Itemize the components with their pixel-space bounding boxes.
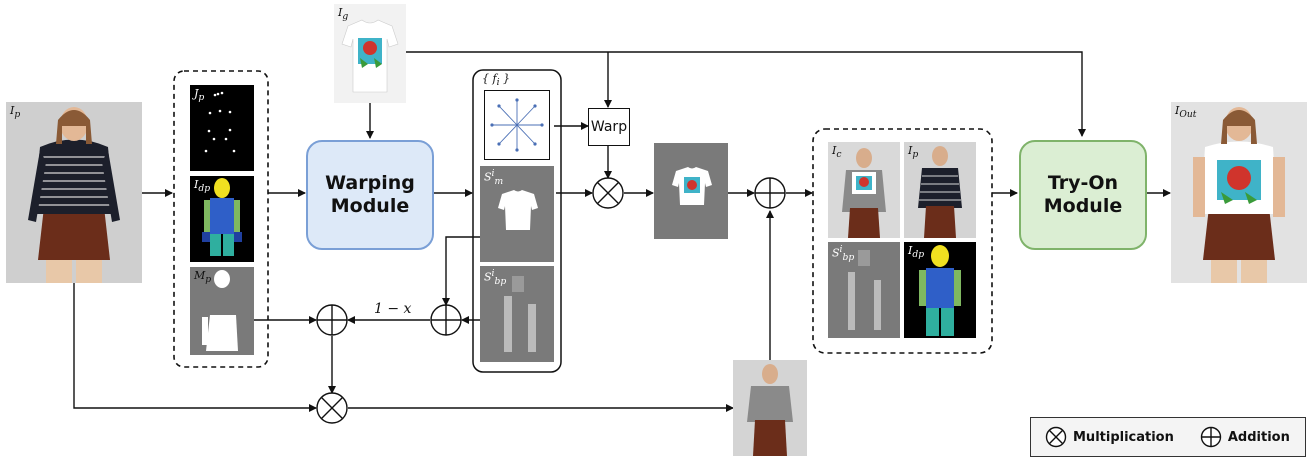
warped-garment-image xyxy=(654,143,728,239)
body-part-mask-sbp: Sibp xyxy=(480,266,554,362)
label-sbp: Sibp xyxy=(484,268,507,287)
pose-keypoints-jp: Jp xyxy=(190,85,254,171)
flow-field-fi: { fi } xyxy=(478,72,556,164)
addition-operator-left xyxy=(316,304,348,336)
flow-mask-group xyxy=(472,69,562,373)
multiply-operator-bottom xyxy=(316,392,348,424)
label-iout: IOut xyxy=(1175,104,1197,121)
masked-person-image xyxy=(733,360,807,456)
legend-addition-label: Addition xyxy=(1227,429,1290,445)
pose-inputs-group xyxy=(173,70,269,368)
label-sm: Sim xyxy=(484,168,504,187)
label-mp: Mp xyxy=(194,269,212,286)
label-fi: { fi } xyxy=(482,72,511,89)
multiplication-icon xyxy=(1045,426,1067,448)
one-minus-x-label: 1 − x xyxy=(374,301,412,317)
person-image-ip-small: Ip xyxy=(904,142,976,238)
multiply-operator-top xyxy=(592,177,624,209)
label-idp-small: Idp xyxy=(908,244,925,261)
body-part-mask-sbp-small: Sibp xyxy=(828,242,900,338)
legend: Multiplication Addition xyxy=(1030,417,1306,457)
densepose-idp: Idp xyxy=(190,176,254,262)
cloth-agnostic-ic: Ic xyxy=(828,142,900,238)
addition-icon xyxy=(1200,426,1222,448)
output-image-iout: IOut xyxy=(1171,102,1307,283)
label-jp: Jp xyxy=(194,87,205,104)
person-mask-mp: Mp xyxy=(190,267,254,355)
garment-mask-sm: Sim xyxy=(480,166,554,262)
label-ic: Ic xyxy=(832,144,842,161)
label-idp: Idp xyxy=(194,178,211,195)
densepose-idp-small: Idp xyxy=(904,242,976,338)
garment-image-ig: Ig xyxy=(334,4,406,103)
legend-multiplication-label: Multiplication xyxy=(1073,429,1174,445)
label-ip: Ip xyxy=(10,104,21,121)
addition-operator-lower xyxy=(430,304,462,336)
label-ip-small: Ip xyxy=(908,144,919,161)
label-sbp-small: Sibp xyxy=(832,244,855,263)
label-ig: Ig xyxy=(338,6,349,23)
warp-operation-box: Warp xyxy=(588,108,630,146)
person-image-ip: Ip xyxy=(6,102,142,283)
addition-operator-right xyxy=(754,177,786,209)
composite-inputs-group xyxy=(812,128,993,354)
